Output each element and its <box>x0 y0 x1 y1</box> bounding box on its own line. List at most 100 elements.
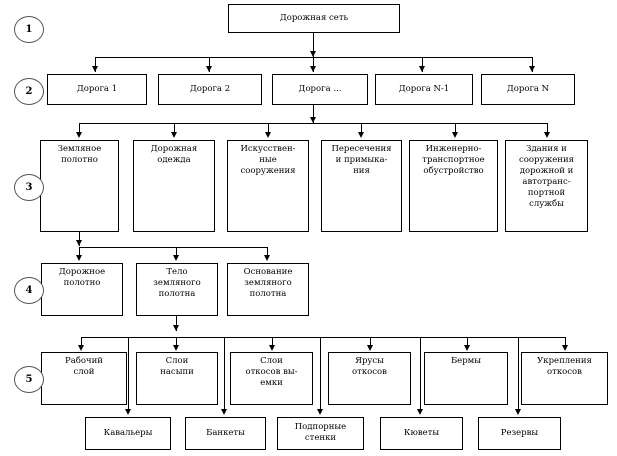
arrow-x3 <box>317 409 323 415</box>
node-cut-slope-layers[interactable]: Слои откосов вы- емки <box>230 352 313 405</box>
node-road-n-minus-1-label: Дорога N-1 <box>398 84 450 94</box>
node-roadbed-line2: полотно <box>61 155 98 165</box>
connector-drop-e2 <box>174 123 175 135</box>
node-slope-reinforcement[interactable]: Укрепления откосов <box>521 352 608 405</box>
node-slope-tiers-line1: Ярусы <box>355 356 384 366</box>
level-marker-1: 1 <box>14 16 44 43</box>
node-borrow-pits-label: Резервы <box>500 428 539 438</box>
node-buildings-facilities-line5: портной <box>527 188 566 198</box>
node-road-ellipsis[interactable]: Дорога ... <box>272 74 368 105</box>
node-roadbed-line1: Земляное <box>57 144 102 154</box>
node-subgrade-body[interactable]: Тело земляного полотна <box>136 263 218 316</box>
node-road-n-label: Дорога N <box>506 84 550 94</box>
connector-drop-s1 <box>79 247 80 258</box>
node-ditches[interactable]: Кюветы <box>380 417 463 450</box>
node-working-layer[interactable]: Рабочий слой <box>41 352 127 405</box>
arrow-r5 <box>529 66 535 72</box>
connector-drop-e1 <box>79 123 80 135</box>
arrow-b1 <box>78 345 84 351</box>
connector-drop-x4 <box>420 337 421 410</box>
node-road-2-label: Дорога 2 <box>189 84 231 94</box>
node-cut-slope-layers-line1: Слои <box>260 356 283 366</box>
node-embankment-layers-label: Слои насыпи <box>137 356 217 404</box>
node-retaining-walls-line1: Подпорные <box>294 422 347 432</box>
node-cut-slope-layers-label: Слои откосов вы- емки <box>231 356 312 404</box>
connector-drop-e6 <box>547 123 548 135</box>
node-slope-reinforcement-line2: откосов <box>547 367 582 377</box>
node-intersections[interactable]: Пересечения и примыка- ния <box>321 140 402 232</box>
node-engineering-transport-line3: обустройство <box>423 166 484 176</box>
node-subgrade-base[interactable]: Основание земляного полотна <box>227 263 309 316</box>
node-road-n-minus-1[interactable]: Дорога N-1 <box>375 74 473 105</box>
connector-drop-r4 <box>422 57 423 72</box>
node-artificial-structures-line3: сооружения <box>240 166 296 176</box>
arrow-b3 <box>269 345 275 351</box>
connector-drop-x2 <box>224 337 225 410</box>
node-road-surface-label: Дорожное полотно <box>42 267 122 315</box>
arrow-root-down <box>310 51 316 57</box>
connector-drop-e4 <box>361 123 362 135</box>
connector-roadbed-stem <box>79 232 80 246</box>
connector-drop-x1 <box>128 337 129 410</box>
arrow-s3 <box>264 255 270 261</box>
node-road-network-label: Дорожная сеть <box>279 13 349 23</box>
arrow-s2 <box>173 255 179 261</box>
connector-drop-x3 <box>320 337 321 410</box>
node-roadbed[interactable]: Земляное полотно <box>40 140 119 232</box>
node-buildings-facilities-line6: службы <box>529 199 564 209</box>
node-road-surface[interactable]: Дорожное полотно <box>41 263 123 316</box>
node-intersections-label: Пересечения и примыка- ния <box>322 144 401 231</box>
node-engineering-transport[interactable]: Инженерно- транспортное обустройство <box>409 140 498 232</box>
node-pavement-line1: Дорожная <box>150 144 198 154</box>
connector-drop-b2 <box>176 337 177 347</box>
node-road-1[interactable]: Дорога 1 <box>47 74 147 105</box>
arrow-s1 <box>76 255 82 261</box>
node-road-n[interactable]: Дорога N <box>481 74 575 105</box>
connector-drop-b6 <box>565 337 566 347</box>
connector-drop-x5 <box>518 337 519 410</box>
node-road-surface-line1: Дорожное <box>58 267 106 277</box>
arrow-r2 <box>206 66 212 72</box>
arrow-e3 <box>265 132 271 138</box>
node-subgrade-base-line1: Основание <box>243 267 293 277</box>
node-buildings-facilities-line1: Здания и <box>526 144 567 154</box>
node-buildings-facilities[interactable]: Здания и сооружения дорожной и автотранс… <box>505 140 588 232</box>
connector-bus-level5 <box>81 337 565 338</box>
arrow-e1 <box>76 132 82 138</box>
node-road-surface-line2: полотно <box>63 278 101 288</box>
arrow-b2 <box>173 345 179 351</box>
node-retaining-walls[interactable]: Подпорные стенки <box>277 417 364 450</box>
level-marker-4: 4 <box>14 277 44 304</box>
connector-drop-r1 <box>95 57 96 72</box>
node-cut-slope-layers-line2: откосов вы- <box>245 367 298 377</box>
node-ditches-label: Кюветы <box>403 428 440 438</box>
node-berms-label: Бермы <box>425 356 507 404</box>
connector-drop-b3 <box>272 337 273 347</box>
node-spoil-banks[interactable]: Кавальеры <box>85 417 171 450</box>
node-artificial-structures[interactable]: Искусствен- ные сооружения <box>227 140 309 232</box>
node-borrow-pits[interactable]: Резервы <box>478 417 561 450</box>
connector-bus-level3 <box>79 123 547 124</box>
node-road-2[interactable]: Дорога 2 <box>158 74 262 105</box>
connector-root-stem <box>313 33 314 57</box>
node-road-network[interactable]: Дорожная сеть <box>228 4 400 33</box>
arrow-e6 <box>544 132 550 138</box>
node-subgrade-body-label: Тело земляного полотна <box>137 267 217 315</box>
node-berms[interactable]: Бермы <box>424 352 508 405</box>
connector-bus-level4 <box>79 247 268 248</box>
connector-drop-s3 <box>267 247 268 258</box>
level-marker-2: 2 <box>14 78 44 105</box>
level-marker-3-label: 3 <box>25 182 33 193</box>
node-roadbed-label: Земляное полотно <box>41 144 118 231</box>
node-intersections-line3: ния <box>353 166 370 176</box>
node-banquettes[interactable]: Банкеты <box>185 417 266 450</box>
node-engineering-transport-label: Инженерно- транспортное обустройство <box>410 144 497 231</box>
node-pavement[interactable]: Дорожная одежда <box>133 140 215 232</box>
arrow-e4 <box>358 132 364 138</box>
node-slope-tiers[interactable]: Ярусы откосов <box>328 352 411 405</box>
level-marker-2-label: 2 <box>25 86 33 97</box>
arrow-e5 <box>452 132 458 138</box>
connector-subgrade-body-stem <box>176 316 177 331</box>
node-embankment-layers[interactable]: Слои насыпи <box>136 352 218 405</box>
